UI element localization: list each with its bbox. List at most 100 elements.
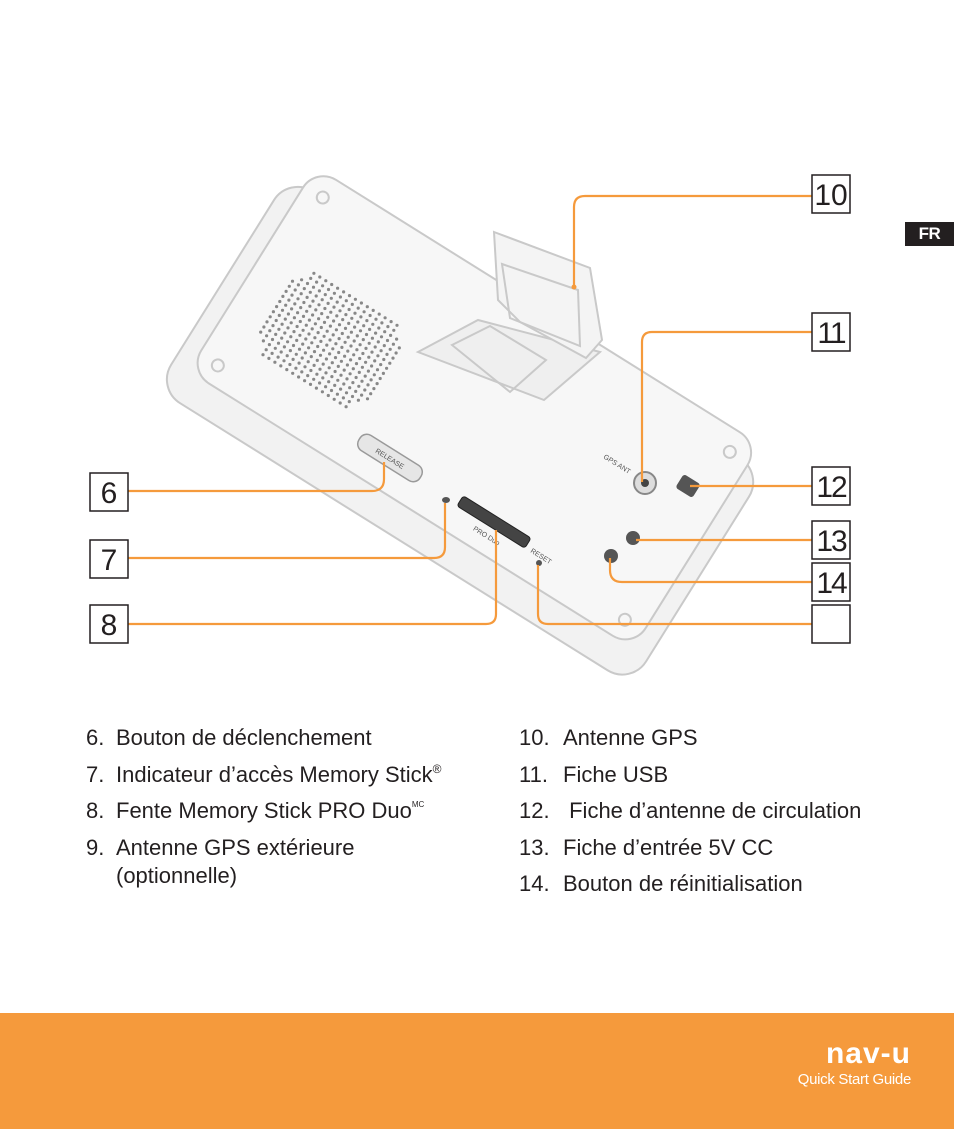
grille-dot (330, 375, 334, 379)
grille-dot (379, 363, 383, 367)
grille-dot (337, 323, 342, 327)
callout-number: 11 (817, 317, 845, 350)
grille-dot (327, 366, 331, 370)
item-text: Fiche USB (563, 761, 669, 787)
grille-dot (293, 288, 297, 292)
grille-dot (381, 371, 385, 375)
item-number: 9. (86, 834, 105, 860)
grille-dot (341, 304, 345, 308)
legend-left: 6. Bouton de déclenchement 7. Indicateur… (86, 724, 506, 898)
grille-dot (317, 317, 321, 321)
callout-14 (811, 604, 851, 644)
nav-u-logo: nav-u (826, 1041, 910, 1067)
grille-dot (322, 348, 326, 352)
grille-dot (339, 359, 343, 363)
grille-dot (274, 318, 278, 323)
grille-dot (357, 370, 361, 374)
grille-dot (347, 400, 351, 404)
grille-dot (331, 347, 335, 351)
speaker-grille (259, 271, 401, 409)
grille-dot (360, 393, 364, 397)
grille-dot (309, 276, 313, 280)
grille-dot (286, 326, 290, 330)
callout-number: 6 (101, 477, 118, 510)
grille-dot (379, 349, 383, 353)
grille-dot (367, 355, 371, 359)
grille-dot (376, 340, 380, 344)
grille-dot (356, 320, 360, 324)
grille-dot (303, 365, 307, 369)
grille-dot (358, 343, 362, 347)
grille-dot (297, 347, 302, 351)
grille-dot (298, 333, 302, 337)
callout-number: 7 (101, 544, 118, 577)
grille-dot (291, 371, 295, 375)
grille-dot (317, 303, 321, 307)
item-number: 6. (86, 725, 105, 750)
grille-dot (262, 325, 266, 329)
grille-dot (363, 374, 367, 378)
grille-dot (345, 363, 349, 367)
grille-dot (283, 317, 287, 321)
grille-dot (351, 381, 355, 385)
grille-dot (377, 312, 381, 316)
grille-dot (315, 280, 319, 284)
grille-dot (285, 354, 289, 358)
grille-dot (295, 324, 299, 329)
grille-dot (290, 293, 294, 297)
grille-dot (261, 353, 265, 357)
grille-dot (377, 326, 381, 330)
leader-line-13 (608, 558, 812, 584)
grille-dot (324, 371, 328, 375)
callout-number: 14 (816, 567, 847, 600)
grille-dot (312, 363, 316, 367)
grille-dot (332, 319, 336, 323)
grille-dot (361, 351, 365, 356)
list-item: 8. Fente Memory Stick PRO DuoMC (86, 797, 506, 825)
grille-dot (374, 317, 378, 321)
grille-dot (391, 356, 395, 360)
grille-dot (294, 352, 298, 356)
grille-dot (271, 310, 275, 314)
grille-dot (287, 298, 291, 302)
grille-dot (305, 281, 310, 286)
list-item: 13. Fiche d’entrée 5V CC (519, 834, 929, 862)
grille-dot (319, 325, 323, 330)
grille-dot (292, 330, 296, 334)
grille-dot (288, 349, 292, 353)
leader-dot-9 (571, 284, 577, 290)
grille-dot (347, 307, 351, 312)
grille-dot (347, 321, 351, 325)
grille-dot (343, 354, 347, 358)
grille-dot (309, 355, 313, 359)
grille-dot (344, 405, 348, 409)
grille-dot (313, 336, 317, 340)
grille-dot (285, 368, 289, 372)
grille-dot (347, 294, 352, 298)
grille-dot (354, 389, 358, 393)
grille-dot (324, 357, 328, 361)
grille-dot (317, 289, 321, 293)
grille-dot (363, 388, 367, 392)
grille-dot (312, 271, 316, 275)
grille-dot (313, 322, 317, 326)
grille-dot (345, 377, 349, 381)
grille-dot (346, 349, 350, 353)
grille-dot (355, 348, 359, 352)
grille-dot (328, 352, 332, 356)
grille-dot (265, 334, 269, 338)
grille-dot (321, 284, 325, 288)
grille-dot (369, 378, 373, 382)
grille-dot (316, 331, 320, 335)
grille-dot (364, 332, 369, 337)
grille-dot (395, 337, 399, 341)
grille-dot (353, 325, 357, 329)
grille-dot (327, 380, 331, 384)
grille-dot (365, 305, 369, 309)
grille-dot (354, 375, 358, 380)
grille-dot (310, 341, 314, 345)
item-number: 8. (86, 798, 105, 823)
grille-dot (375, 368, 380, 372)
grille-dot (355, 334, 359, 338)
grille-dot (324, 385, 328, 389)
